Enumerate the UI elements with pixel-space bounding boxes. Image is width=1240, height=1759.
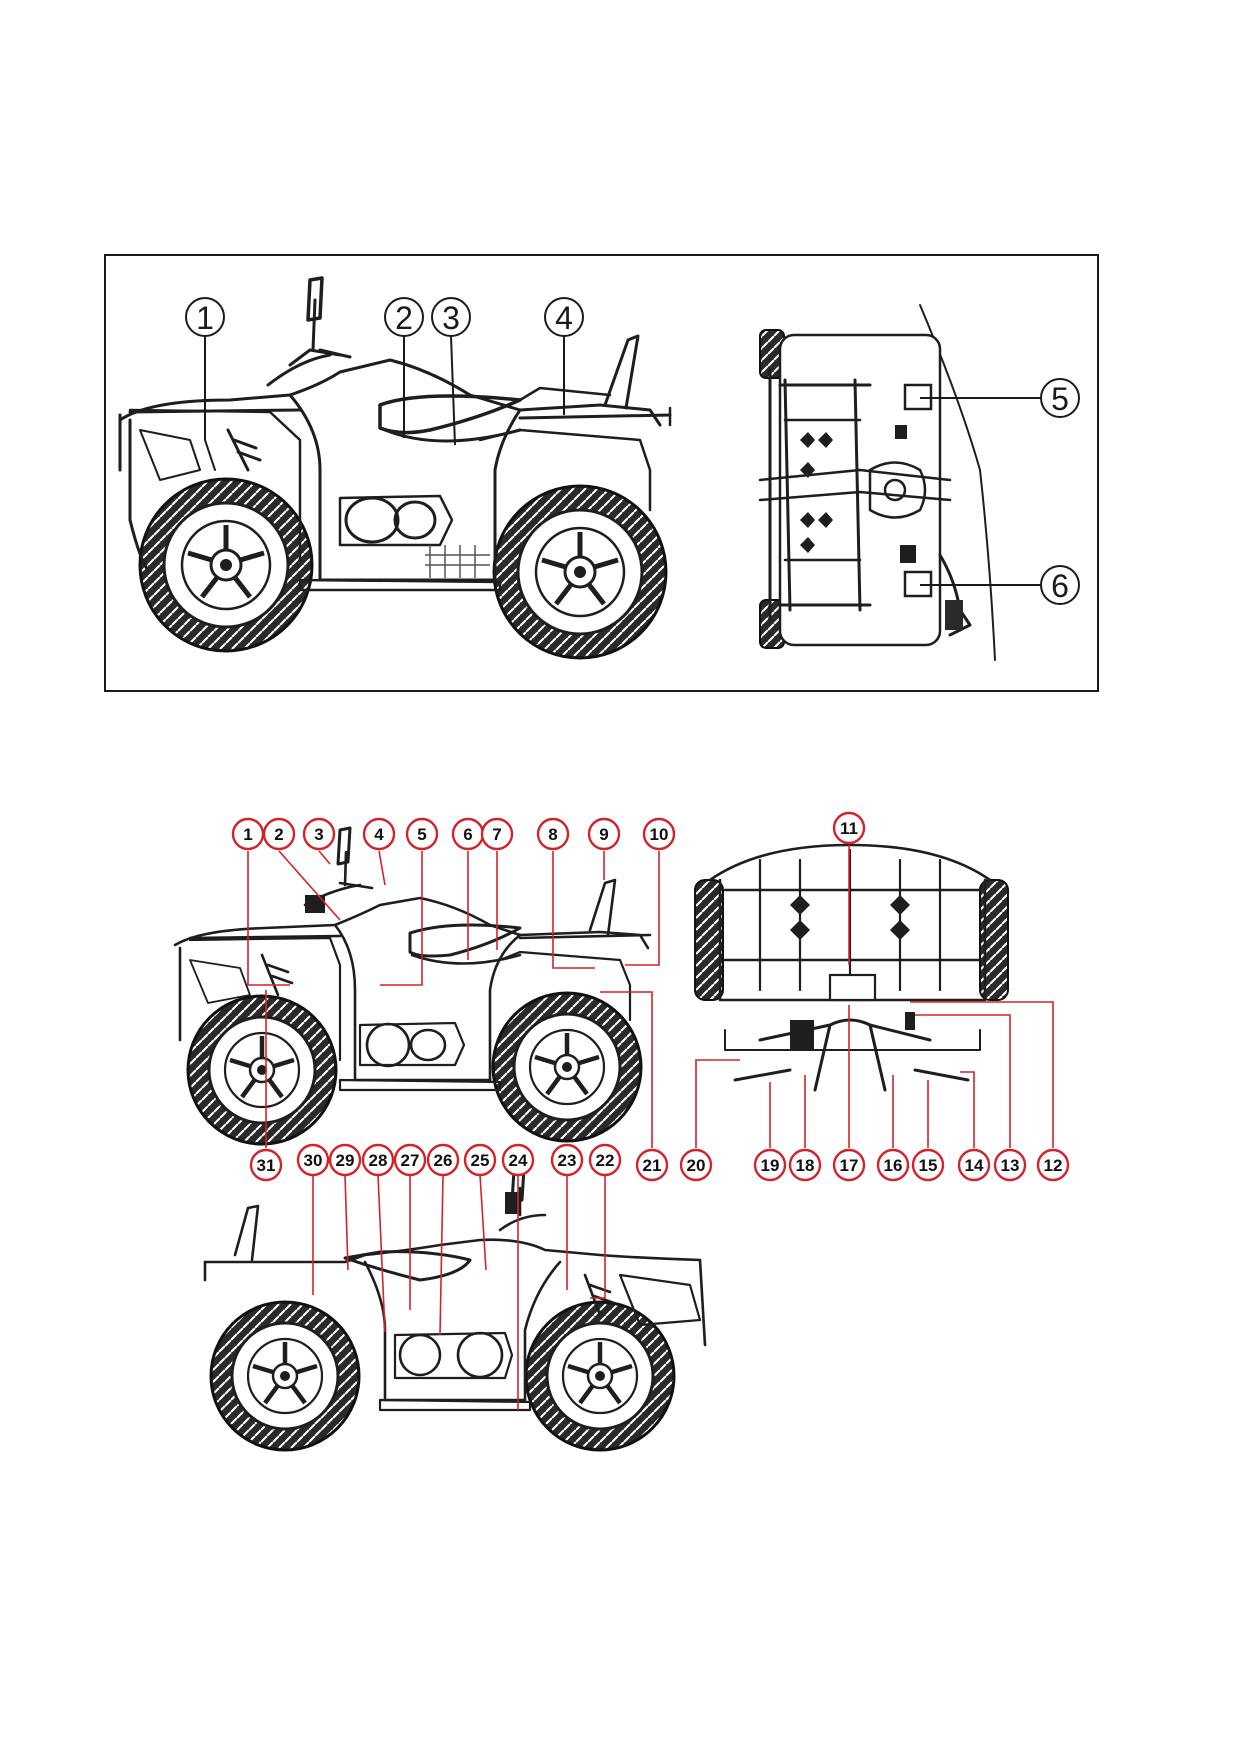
svg-text:3: 3 (314, 825, 323, 844)
callout-part-29: 29 (328, 1143, 362, 1177)
svg-text:9: 9 (599, 825, 608, 844)
svg-text:1: 1 (196, 300, 214, 336)
atv-rear-view-bottom (694, 843, 1009, 1092)
callout-part-5: 5 (405, 817, 439, 851)
callout-part-1: 1 (231, 817, 265, 851)
svg-text:22: 22 (596, 1151, 615, 1170)
svg-text:4: 4 (374, 825, 384, 844)
svg-text:12: 12 (1044, 1156, 1063, 1175)
top-figure: 1 2 3 4 5 6 (104, 254, 1099, 692)
callout-part-26: 26 (426, 1143, 460, 1177)
callout-part-4: 4 (362, 817, 396, 851)
svg-text:24: 24 (509, 1151, 528, 1170)
svg-text:13: 13 (1001, 1156, 1020, 1175)
svg-text:2: 2 (395, 300, 413, 336)
callout-part-7: 7 (480, 817, 514, 851)
svg-text:26: 26 (434, 1151, 453, 1170)
svg-text:5: 5 (417, 825, 426, 844)
callout-part-15: 15 (911, 1148, 945, 1182)
svg-text:25: 25 (471, 1151, 490, 1170)
svg-text:8: 8 (548, 825, 557, 844)
svg-text:23: 23 (558, 1151, 577, 1170)
svg-text:6: 6 (1051, 568, 1069, 604)
callout-part-19: 19 (753, 1148, 787, 1182)
callout-part-9: 9 (587, 817, 621, 851)
callout-part-3: 3 (302, 817, 336, 851)
callout-top-3: 3 (431, 297, 471, 337)
callout-part-8: 8 (536, 817, 570, 851)
svg-text:5: 5 (1051, 381, 1069, 417)
svg-text:10: 10 (650, 825, 669, 844)
callout-top-5: 5 (1040, 378, 1080, 418)
callout-part-17: 17 (832, 1148, 866, 1182)
callout-part-23: 23 (550, 1143, 584, 1177)
callout-part-6: 6 (451, 817, 485, 851)
svg-text:17: 17 (840, 1156, 859, 1175)
callout-part-12: 12 (1036, 1148, 1070, 1182)
callout-part-13: 13 (993, 1148, 1027, 1182)
callout-part-16: 16 (876, 1148, 910, 1182)
svg-text:14: 14 (965, 1156, 984, 1175)
callout-part-31: 31 (249, 1148, 283, 1182)
callout-part-10: 10 (642, 817, 676, 851)
svg-text:21: 21 (643, 1156, 662, 1175)
callout-top-2: 2 (384, 297, 424, 337)
svg-text:2: 2 (274, 825, 283, 844)
svg-text:30: 30 (304, 1151, 323, 1170)
callout-part-21: 21 (635, 1148, 669, 1182)
svg-text:4: 4 (555, 300, 573, 336)
svg-text:6: 6 (463, 825, 472, 844)
callout-part-11: 11 (832, 811, 866, 845)
callout-part-22: 22 (588, 1143, 622, 1177)
callout-top-4: 4 (544, 297, 584, 337)
rear-wheel (211, 1302, 359, 1450)
atv-side-view-top (118, 276, 672, 658)
svg-text:19: 19 (761, 1156, 780, 1175)
callout-part-30: 30 (296, 1143, 330, 1177)
callout-part-20: 20 (679, 1148, 713, 1182)
callout-part-28: 28 (361, 1143, 395, 1177)
svg-text:20: 20 (687, 1156, 706, 1175)
svg-text:11: 11 (840, 819, 858, 838)
callout-part-14: 14 (957, 1148, 991, 1182)
callout-part-25: 25 (463, 1143, 497, 1177)
atv-side-view-left (173, 826, 652, 1144)
front-wheel (188, 996, 336, 1144)
svg-text:15: 15 (919, 1156, 938, 1175)
rear-wheel (493, 993, 641, 1141)
svg-text:1: 1 (243, 825, 252, 844)
callout-part-18: 18 (788, 1148, 822, 1182)
atv-side-view-right (203, 1166, 707, 1450)
svg-text:27: 27 (401, 1151, 420, 1170)
callout-top-1: 1 (185, 297, 225, 337)
svg-text:16: 16 (884, 1156, 903, 1175)
svg-text:29: 29 (336, 1151, 355, 1170)
rear-wheel (494, 486, 666, 658)
atv-rear-view-top (758, 304, 996, 661)
svg-text:7: 7 (492, 825, 501, 844)
svg-text:18: 18 (796, 1156, 815, 1175)
svg-text:28: 28 (369, 1151, 388, 1170)
callout-part-27: 27 (393, 1143, 427, 1177)
svg-text:3: 3 (442, 300, 460, 336)
front-wheel (140, 479, 312, 651)
bottom-figure: 1 2 3 4 5 6 7 8 9 10 11 21 20 19 18 17 1… (173, 811, 1070, 1450)
callout-part-24: 24 (501, 1143, 535, 1177)
callout-part-2: 2 (262, 817, 296, 851)
callout-top-6: 6 (1040, 565, 1080, 605)
svg-text:31: 31 (257, 1156, 276, 1175)
